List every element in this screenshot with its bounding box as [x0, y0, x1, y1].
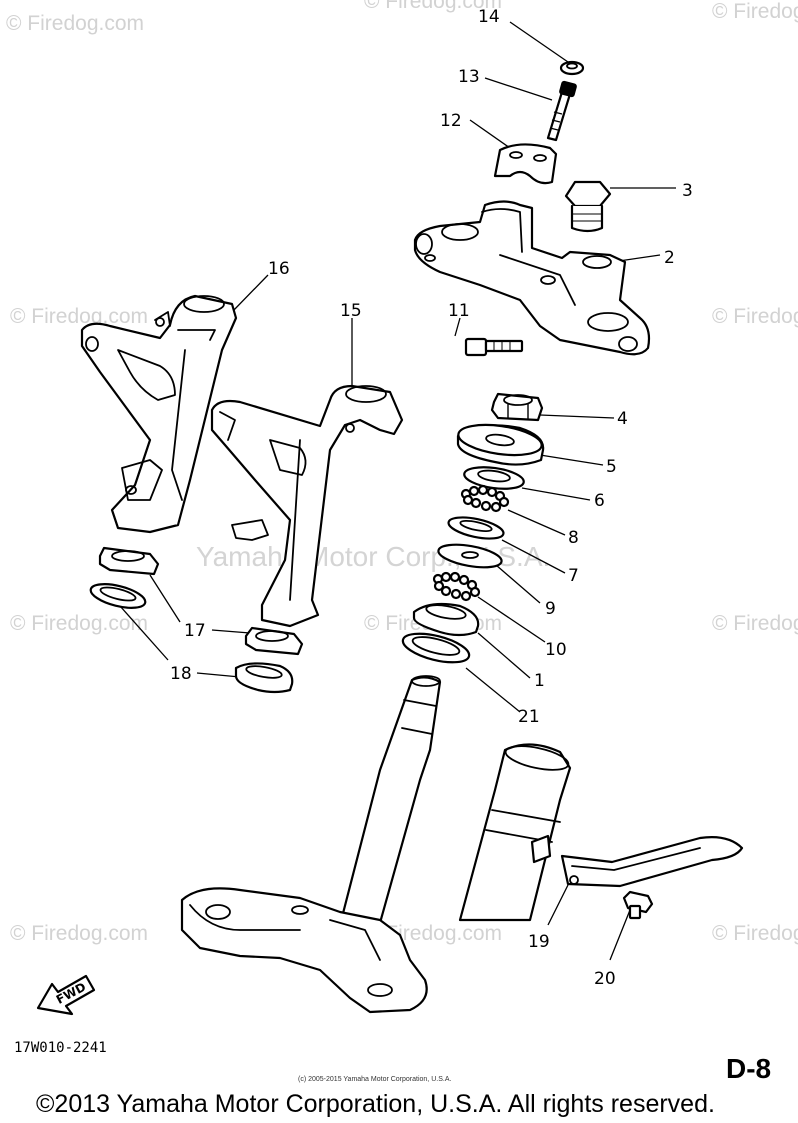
- leader-lines: [119, 21, 676, 961]
- callout-14: 14: [478, 7, 500, 27]
- part-16-left-handlebar: [80, 294, 238, 534]
- part-19-cover: [458, 743, 744, 922]
- callout-8: 8: [568, 528, 579, 548]
- callout-labels: 14 13 12 3 2 11 16 15 4 5 6 8 7 9 10 17 …: [170, 7, 693, 989]
- callout-2: 2: [664, 248, 675, 268]
- watermark-right-middle: © Firedog.com: [712, 612, 798, 635]
- callout-13: 13: [458, 67, 480, 87]
- page-code: D-8: [726, 1053, 771, 1084]
- part-under-bracket-stem: [180, 675, 442, 1014]
- part-10-lower-balls: [432, 571, 481, 602]
- callout-11: 11: [448, 301, 470, 321]
- callout-3: 3: [682, 181, 693, 201]
- part-2-upper-bracket: [413, 200, 651, 356]
- part-20-bolt: [622, 890, 654, 920]
- part-1-lower-race: [412, 602, 480, 637]
- diagram-code: 17W010-2241: [14, 1040, 107, 1056]
- part-21-dust-seal: [401, 632, 471, 664]
- part-6-upper-race: [463, 466, 525, 490]
- callout-10: 10: [545, 640, 567, 660]
- part-7-lower-race-upper: [447, 516, 505, 540]
- callout-20: 20: [594, 969, 616, 989]
- callout-6: 6: [594, 491, 605, 511]
- callout-16: 16: [268, 259, 290, 279]
- footer-copyright: ©2013 Yamaha Motor Corporation, U.S.A. A…: [36, 1090, 715, 1118]
- watermark-left-lower: © Firedog.com: [10, 922, 148, 945]
- callout-21: 21: [518, 707, 540, 727]
- callout-17: 17: [184, 621, 206, 641]
- callout-1: 1: [534, 671, 545, 691]
- watermark-top-center: © Firedog.com: [364, 0, 502, 13]
- callout-4: 4: [617, 409, 628, 429]
- watermark-left-middle: © Firedog.com: [10, 612, 148, 635]
- part-17-left-cap: [98, 546, 160, 576]
- part-9-washer: [437, 543, 503, 569]
- part-4-ring-nut: [490, 392, 544, 422]
- part-14-cap: [559, 60, 585, 76]
- watermark-right-lower: © Firedog.com: [712, 922, 798, 945]
- part-13-bolt: [546, 80, 577, 142]
- callout-5: 5: [606, 457, 617, 477]
- part-18-left-ring: [89, 583, 147, 609]
- callout-15: 15: [340, 301, 362, 321]
- callout-12: 12: [440, 111, 462, 131]
- part-3-stem-bolt: [564, 180, 612, 233]
- part-5-bearing-cover: [456, 423, 545, 466]
- watermark-left-upper: © Firedog.com: [10, 305, 148, 328]
- part-17-right-cap: [244, 626, 304, 656]
- part-12-handlebar-holder: [493, 143, 558, 185]
- fwd-arrow-icon: FWD: [36, 974, 96, 1016]
- part-11-pinch-bolt: [464, 337, 524, 357]
- watermark-right-upper: © Firedog.com: [712, 305, 798, 328]
- part-8-upper-balls: [460, 484, 510, 513]
- part-18-right-ring: [234, 662, 294, 694]
- watermark-top-right: © Firedog.com: [712, 0, 798, 23]
- part-15-right-handlebar: [210, 384, 404, 628]
- callout-19: 19: [528, 932, 550, 952]
- small-copyright: (c) 2005-2015 Yamaha Motor Corporation, …: [298, 1076, 451, 1083]
- callout-9: 9: [545, 599, 556, 619]
- callout-18: 18: [170, 664, 192, 684]
- callout-7: 7: [568, 566, 579, 586]
- watermark-top-left: © Firedog.com: [6, 12, 144, 35]
